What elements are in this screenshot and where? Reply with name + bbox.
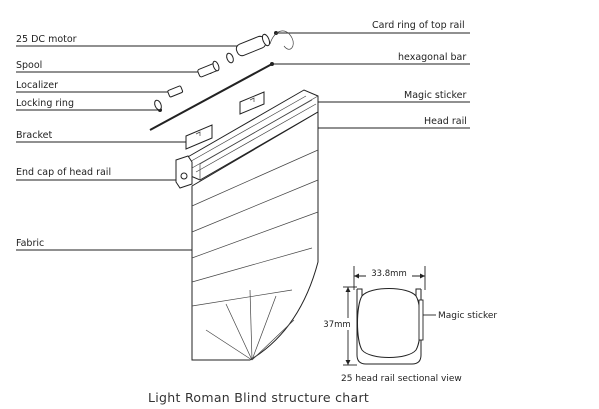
- profile-magic-sticker: [418, 299, 424, 341]
- bracket-right-mark: [249, 97, 255, 102]
- width-dim-bg: [366, 268, 412, 278]
- head-rail-line-1: [185, 95, 307, 165]
- fabric-fold-4: [191, 247, 313, 283]
- spool-flange: [212, 60, 220, 72]
- diagram-caption: Light Roman Blind structure chart: [148, 390, 369, 405]
- height-arrow-bottom: [345, 360, 351, 365]
- label-fabric: Fabric: [16, 238, 44, 249]
- bracket-left-mark: [195, 131, 201, 136]
- label-hexagonal-bar: hexagonal bar: [398, 52, 466, 63]
- label-bracket-group: Bracket: [16, 130, 192, 144]
- bracket-right: [239, 91, 265, 115]
- label-bracket: Bracket: [16, 130, 52, 141]
- profile-inner-tube: [357, 288, 421, 358]
- label-spool: Spool: [16, 60, 42, 71]
- label-end-cap-group: End cap of head rail: [16, 167, 180, 182]
- motor-assembly: [149, 30, 294, 131]
- hexagonal-bar-line: [149, 63, 273, 131]
- label-locking-ring: Locking ring: [16, 98, 74, 109]
- width-arrow-left: [354, 273, 359, 279]
- head-rail-line-3: [195, 103, 317, 173]
- width-arrow-right: [420, 273, 425, 279]
- fabric: [191, 111, 319, 361]
- label-locking-ring-group: Locking ring: [16, 98, 162, 112]
- fabric-fold-2: [191, 179, 319, 233]
- label-fabric-group: Fabric: [16, 238, 204, 252]
- bracket-right-body: [239, 91, 265, 115]
- bracket-left-body: [185, 124, 213, 150]
- label-dc-motor: 25 DC motor: [16, 34, 77, 45]
- label-magic-sticker: Magic sticker: [404, 90, 466, 101]
- label-localizer: Localizer: [16, 80, 58, 91]
- label-card-ring-group: Card ring of top rail: [274, 20, 470, 35]
- fabric-spiral-2: [225, 303, 253, 361]
- fabric-fold-3: [191, 211, 319, 259]
- fabric-spiral-3: [205, 329, 253, 361]
- label-magic-sticker-group: Magic sticker: [310, 90, 470, 104]
- label-localizer-group: Localizer: [16, 80, 180, 94]
- fabric-spiral-4: [251, 295, 277, 361]
- fabric-spiral-5: [251, 319, 295, 361]
- motor-ring: [226, 52, 234, 64]
- fabric-fold-1: [191, 149, 319, 207]
- label-section-magic-sticker: Magic sticker: [438, 311, 497, 321]
- width-dim-label: 33.8mm: [371, 269, 407, 279]
- label-card-ring: Card ring of top rail: [372, 20, 465, 31]
- label-dc-motor-group: 25 DC motor: [16, 34, 248, 48]
- dc-motor-cap: [261, 33, 271, 47]
- localizer-body: [167, 85, 184, 98]
- label-spool-group: Spool: [16, 60, 212, 74]
- label-hexagonal-bar-group: hexagonal bar: [270, 52, 470, 66]
- bracket-left: [185, 124, 213, 150]
- end-cap-body: [175, 155, 193, 189]
- fabric-fold-5: [191, 289, 293, 307]
- head-rail-edge: [199, 95, 319, 180]
- end-cap-hole: [180, 172, 188, 180]
- height-dim-bg: [326, 318, 352, 330]
- locking-ring-body: [154, 99, 162, 111]
- label-end-cap: End cap of head rail: [16, 167, 111, 178]
- profile-lip-right: [415, 288, 421, 296]
- fabric-spiral-1: [249, 289, 253, 361]
- height-dim-label: 37mm: [323, 320, 350, 330]
- height-arrow-top: [345, 287, 351, 292]
- label-head-rail: Head rail: [424, 116, 467, 127]
- profile-lip-left: [357, 288, 363, 296]
- sectional-view: 33.8mm 37mm Magic sticker 25 head rail s…: [323, 266, 497, 384]
- section-caption: 25 head rail sectional view: [341, 374, 462, 384]
- fabric-outline: [191, 111, 319, 361]
- card-ring-wire: [269, 30, 294, 50]
